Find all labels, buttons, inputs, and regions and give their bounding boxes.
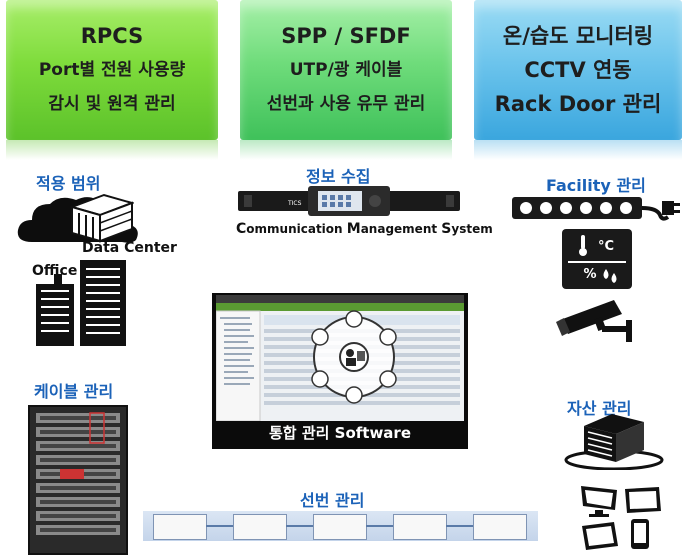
rpcs-box: RPCS Port별 전원 사용량 감시 및 원격 관리 xyxy=(6,0,218,140)
power-strip-icon xyxy=(512,197,680,221)
flow-connectors xyxy=(206,525,473,527)
software-screenshot: 통합 관리 Software xyxy=(212,293,468,449)
cms-c: C xyxy=(236,221,247,237)
phone-icon xyxy=(631,519,649,549)
cable-title: 케이블 관리 xyxy=(34,382,114,401)
temperature-unit: °C xyxy=(597,239,615,254)
spp-line-3: 선번과 사용 유무 관리 xyxy=(266,94,426,114)
monitoring-line-3: Rack Door 관리 xyxy=(494,92,662,116)
building-icon xyxy=(70,193,134,243)
spp-box-reflection xyxy=(240,140,452,160)
rpcs-line-3: 감시 및 원격 관리 xyxy=(48,94,176,114)
scope-title: 적용 범위 xyxy=(36,174,101,193)
tablet-icon xyxy=(625,487,661,513)
flow-node-1 xyxy=(153,514,207,540)
software-label: 통합 관리 Software xyxy=(269,424,411,442)
info-collection-title: 정보 수집 xyxy=(306,167,371,186)
cms-c-rest: ommunication xyxy=(246,222,347,236)
monitoring-line-2: CCTV 연동 xyxy=(524,58,632,82)
cms-m: M xyxy=(346,221,361,237)
humidity-unit: % xyxy=(583,267,597,282)
line-number-flow xyxy=(143,511,538,541)
spp-sfdf-box: SPP / SFDF UTP/광 케이블 선번과 사용 유무 관리 xyxy=(240,0,452,140)
rpcs-title: RPCS xyxy=(80,24,144,48)
svg-text:TICS: TICS xyxy=(287,200,302,207)
office-tower-icon xyxy=(36,260,126,346)
sensor-divider xyxy=(568,261,626,263)
rpcs-line-2: Port별 전원 사용량 xyxy=(38,60,186,80)
cctv-camera-icon xyxy=(556,300,632,342)
monitoring-title: 온/습도 모니터링 xyxy=(502,24,654,48)
monitoring-box-reflection xyxy=(474,140,682,160)
cms-caption: Communication Management System xyxy=(236,221,493,237)
software-screen xyxy=(216,295,464,421)
software-ui-preview xyxy=(216,295,464,421)
asset-title: 자산 관리 xyxy=(567,399,632,418)
tablet-icon-2 xyxy=(582,522,618,550)
rpcs-box-reflection xyxy=(6,140,218,160)
rack-units xyxy=(36,412,120,535)
data-center-label: Data Center xyxy=(82,240,177,256)
asset-server-icon xyxy=(564,414,664,470)
flow-node-5 xyxy=(473,514,527,540)
flow-node-3 xyxy=(313,514,367,540)
cms-device-icon: TICS xyxy=(238,186,460,216)
water-drop-icon xyxy=(603,269,617,283)
cms-m-rest: anagement xyxy=(360,222,442,236)
flow-node-2 xyxy=(233,514,287,540)
spp-line-2: UTP/광 케이블 xyxy=(289,60,403,80)
sensor-icon: °C % xyxy=(562,229,632,289)
monitor-icon xyxy=(581,486,617,517)
spp-title: SPP / SFDF xyxy=(281,24,411,48)
office-label: Office xyxy=(32,263,78,279)
cms-s: S xyxy=(441,221,452,237)
cms-s-rest: ystem xyxy=(451,222,493,236)
monitoring-box: 온/습도 모니터링 CCTV 연동 Rack Door 관리 xyxy=(474,0,682,140)
thermometer-icon xyxy=(579,235,587,256)
server-rack-icon xyxy=(28,405,128,555)
flow-node-4 xyxy=(393,514,447,540)
line-number-title: 선번 관리 xyxy=(300,491,365,510)
facility-title: Facility 관리 xyxy=(546,176,646,195)
